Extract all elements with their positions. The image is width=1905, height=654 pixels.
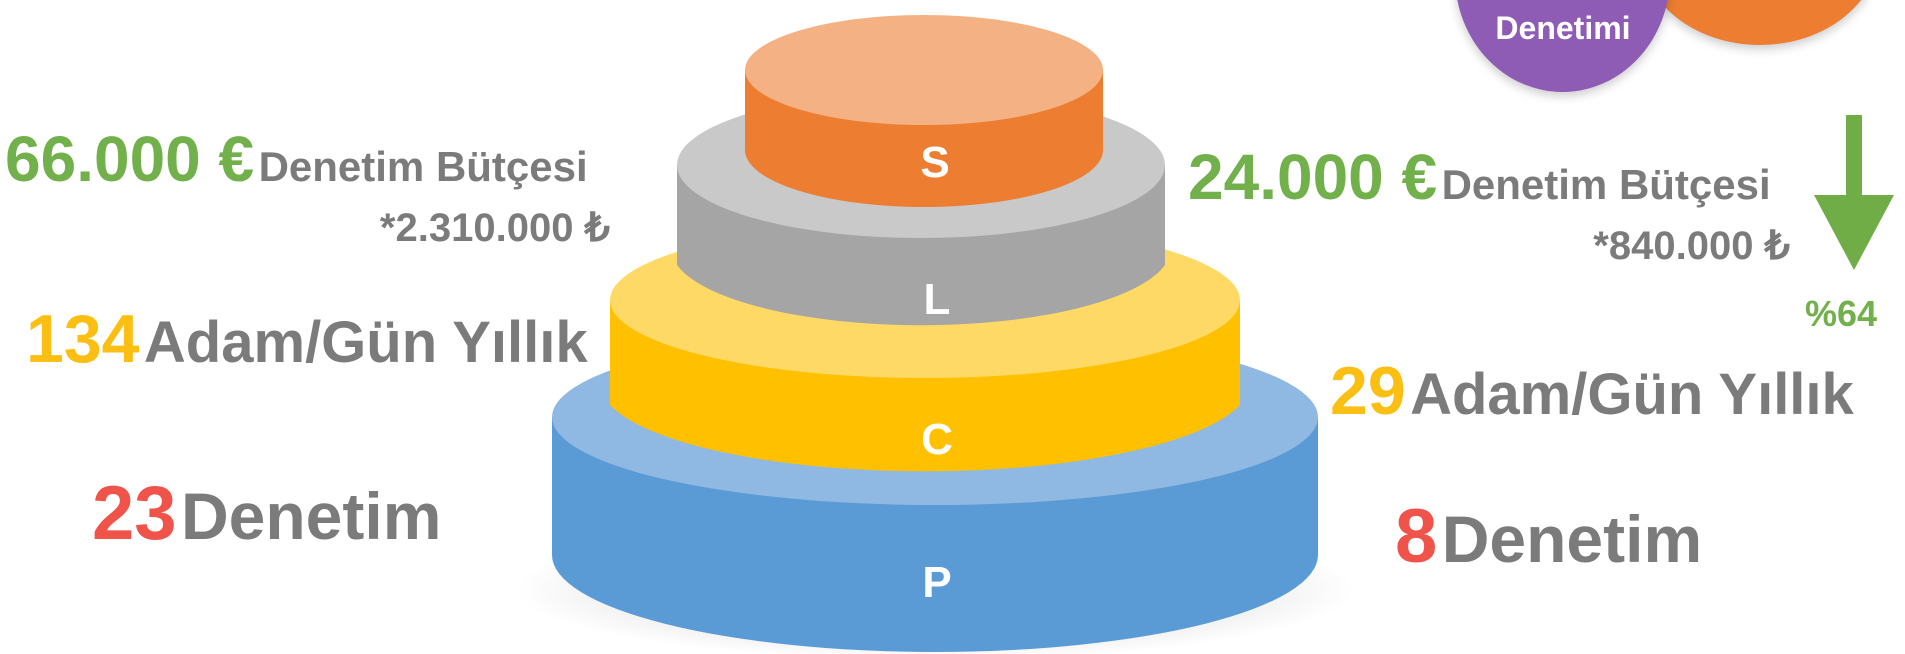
reduction-percent: %64: [1805, 293, 1878, 334]
bubble-label: Denetimi: [1495, 10, 1631, 46]
right-budget-value: 24.000 €: [1188, 141, 1438, 213]
right-days: 29 Adam/Gün Yıllık: [1330, 352, 1854, 430]
right-audits-value: 8: [1395, 494, 1438, 579]
left-days-value: 134: [26, 301, 140, 377]
left-days-label: Adam/Gün Yıllık: [143, 310, 588, 375]
right-budget: 24.000 € Denetim Bütçesi: [1188, 140, 1771, 214]
layer-label-p: P: [922, 558, 952, 607]
right-budget-label: Denetim Bütçesi: [1441, 161, 1771, 208]
layer-s: [745, 15, 1103, 207]
layer-label-l: L: [923, 275, 951, 324]
left-budget-tl: *2.310.000 ₺: [379, 206, 610, 250]
down-arrow-icon: [1814, 115, 1894, 270]
right-days-value: 29: [1330, 353, 1406, 429]
right-days-label: Adam/Gün Yıllık: [1410, 362, 1854, 427]
left-audits-value: 23: [92, 471, 177, 556]
right-budget-tl: *840.000 ₺: [1593, 224, 1790, 268]
left-budget-label: Denetim Bütçesi: [258, 143, 588, 190]
left-days: 134 Adam/Gün Yıllık: [26, 300, 588, 378]
left-audits-label: Denetim: [181, 479, 442, 553]
left-audits: 23 Denetim: [92, 470, 441, 557]
left-budget-value: 66.000 €: [5, 123, 255, 195]
right-audits-label: Denetim: [1441, 502, 1703, 576]
left-budget: 66.000 € Denetim Bütçesi: [5, 122, 588, 196]
right-audits: 8 Denetim: [1395, 493, 1702, 580]
layer-label-s: S: [920, 138, 950, 187]
layer-label-c: C: [921, 415, 953, 464]
